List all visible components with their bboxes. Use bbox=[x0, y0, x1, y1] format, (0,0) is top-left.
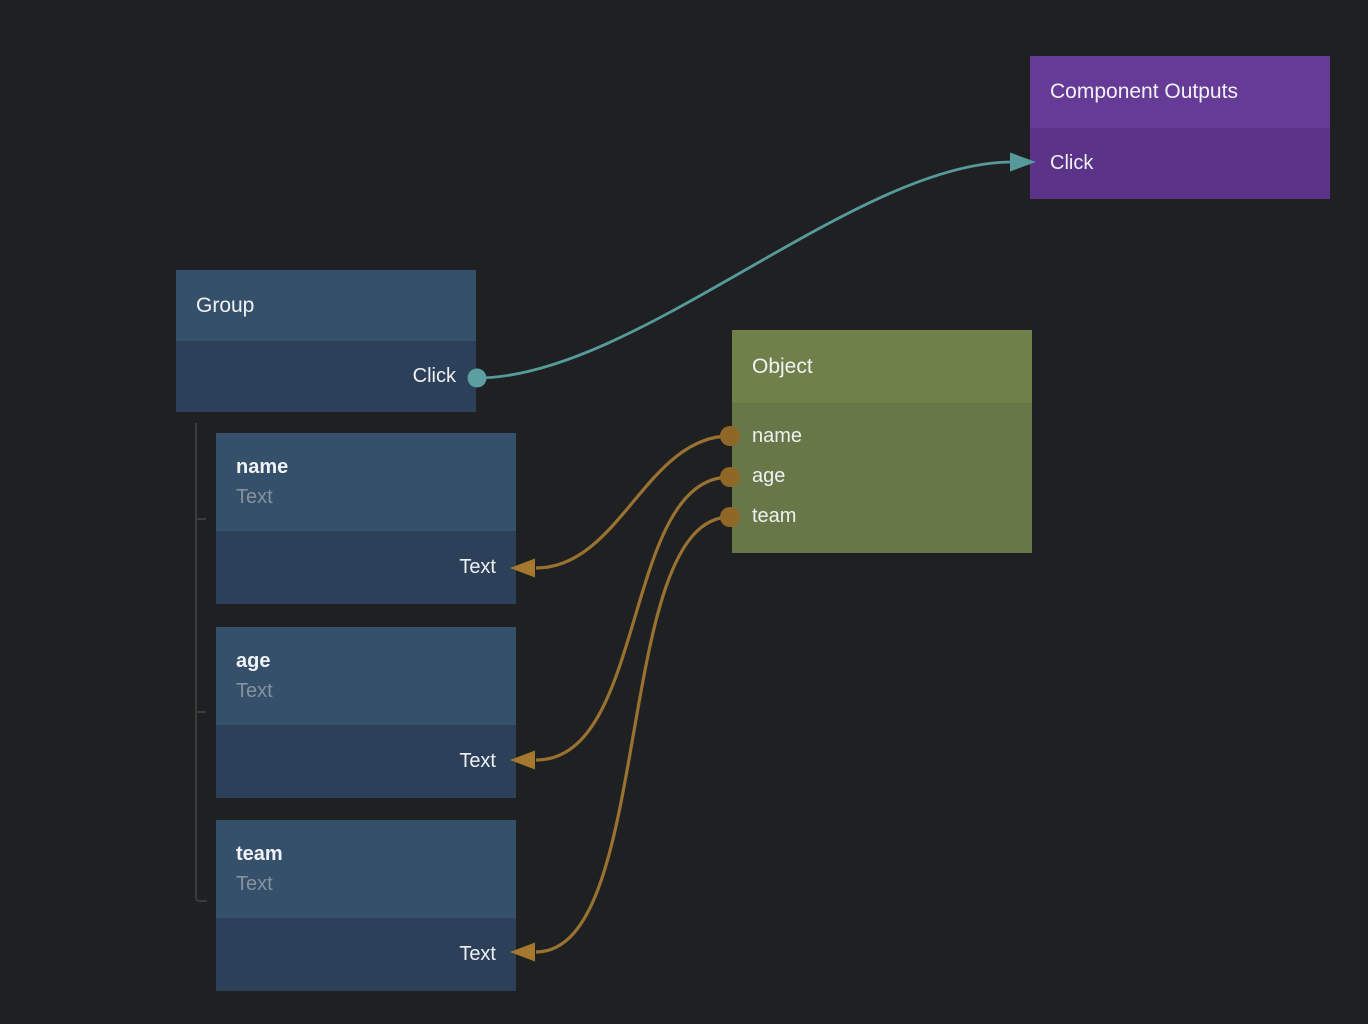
port-row-group-click[interactable]: Click bbox=[176, 341, 476, 412]
node-group[interactable]: Group Click bbox=[176, 270, 476, 412]
field-type-label: Text bbox=[236, 872, 273, 895]
port-row-object-name[interactable]: name bbox=[732, 416, 1032, 456]
port-label: Text bbox=[459, 943, 496, 965]
port-label: Click bbox=[1050, 152, 1094, 174]
node-title: Group bbox=[196, 293, 255, 317]
edge-group-click-to-component-outputs-click[interactable] bbox=[476, 160, 1013, 380]
port-row-object-age[interactable]: age bbox=[732, 456, 1032, 496]
edge-object-age-to-field-age-text[interactable] bbox=[535, 475, 731, 762]
port-row-object-team[interactable]: team bbox=[732, 496, 1032, 536]
node-object[interactable]: Object name age team bbox=[732, 330, 1032, 553]
node-field-age-header: age Text bbox=[216, 627, 516, 725]
node-component-outputs[interactable]: Component Outputs Click bbox=[1030, 56, 1330, 199]
port-label: Click bbox=[412, 365, 456, 387]
edge-object-name-to-field-name-text[interactable] bbox=[535, 434, 731, 570]
port-label: Text bbox=[459, 556, 496, 578]
node-field-age[interactable]: age Text Text bbox=[216, 627, 516, 798]
group-children-tree-line bbox=[195, 423, 207, 902]
field-type-label: Text bbox=[236, 679, 273, 702]
node-title: Object bbox=[752, 354, 813, 378]
field-title: team bbox=[236, 842, 283, 865]
port-row-age-text-input[interactable]: Text bbox=[216, 725, 516, 798]
field-type-label: Text bbox=[236, 485, 273, 508]
output-port-dot-object-age[interactable] bbox=[720, 467, 740, 487]
port-row-team-text-input[interactable]: Text bbox=[216, 918, 516, 991]
node-group-header: Group bbox=[176, 270, 476, 341]
node-component-outputs-header: Component Outputs bbox=[1030, 56, 1330, 128]
port-row-component-outputs-click[interactable]: Click bbox=[1030, 128, 1330, 199]
field-title: age bbox=[236, 649, 271, 672]
field-title: name bbox=[236, 455, 289, 478]
port-label: age bbox=[752, 464, 786, 487]
edge-object-team-to-field-team-text[interactable] bbox=[535, 515, 731, 954]
node-object-header: Object bbox=[732, 330, 1032, 403]
node-field-name[interactable]: name Text Text bbox=[216, 433, 516, 604]
node-field-name-header: name Text bbox=[216, 433, 516, 531]
output-port-dot-group-click[interactable] bbox=[467, 368, 487, 388]
node-object-body: name age team bbox=[732, 403, 1032, 553]
port-label: name bbox=[752, 424, 803, 447]
node-title: Component Outputs bbox=[1050, 80, 1238, 103]
port-row-name-text-input[interactable]: Text bbox=[216, 531, 516, 604]
output-port-dot-object-name[interactable] bbox=[720, 426, 740, 446]
port-label: team bbox=[752, 504, 797, 527]
node-field-team-header: team Text bbox=[216, 820, 516, 918]
output-port-dot-object-team[interactable] bbox=[720, 507, 740, 527]
node-field-team[interactable]: team Text Text bbox=[216, 820, 516, 991]
port-label: Text bbox=[459, 750, 496, 772]
